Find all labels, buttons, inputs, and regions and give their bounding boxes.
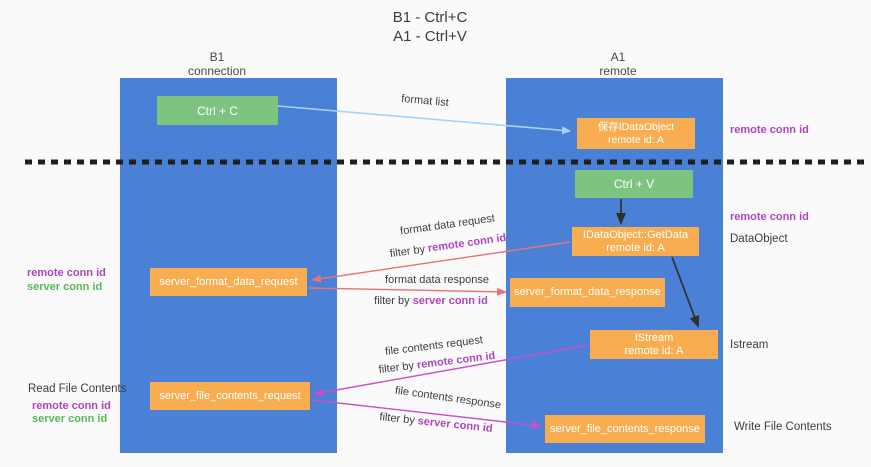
filter-by-text: filter by (378, 411, 416, 427)
annotation-server-conn-id-bottom-left: server conn id (32, 413, 108, 425)
node-server-format-data-request-label: server_format_data_request (159, 275, 298, 288)
annotation-remote-conn-id-bottom-left: remote conn id (32, 400, 111, 412)
node-istream-line1: IStream (634, 331, 674, 344)
filter-by-text: filter by (389, 243, 426, 261)
node-ctrl-c: Ctrl + C (157, 96, 278, 125)
node-idataobject-getdata-line2: remote id: A (606, 241, 665, 254)
left-lifeline-header: B1 connection (157, 50, 277, 78)
filter-by-text: filter by (374, 295, 410, 307)
title-line-2: A1 - Ctrl+V (393, 28, 467, 45)
server-conn-id-text: server conn id (417, 415, 494, 435)
node-idataobject-getdata: IDataObject::GetData remote id: A (572, 227, 699, 256)
node-ctrl-v-label: Ctrl + V (613, 177, 655, 191)
server-conn-id-text: server conn id (412, 295, 488, 307)
node-server-file-contents-request-label: server_file_contents_request (159, 389, 301, 402)
annotation-remote-conn-id-mid-left: remote conn id (27, 267, 106, 279)
remote-conn-id-text: remote conn id (416, 349, 496, 372)
right-lifeline-header: A1 remote (558, 50, 678, 78)
format-data-response-label: format data response (385, 274, 489, 286)
filter-by-text: filter by (378, 359, 415, 377)
annotation-istream: Istream (730, 339, 769, 351)
node-server-format-data-request: server_format_data_request (150, 268, 307, 296)
annotation-remote-conn-id-top-right: remote conn id (730, 124, 809, 136)
right-lifeline-role: remote (599, 64, 637, 78)
annotation-read-file-contents: Read File Contents (28, 383, 127, 395)
format-data-response-arrow (308, 287, 507, 296)
node-ctrl-c-label: Ctrl + C (196, 103, 238, 118)
node-server-format-data-response: server_format_data_response (510, 278, 665, 307)
node-ctrl-v: Ctrl + V (575, 170, 693, 198)
node-server-file-contents-request: server_file_contents_request (150, 382, 310, 410)
remote-conn-id-text: remote conn id (427, 231, 507, 255)
annotation-remote-conn-id-mid-right: remote conn id (730, 211, 809, 223)
annotation-dataobject: DataObject (730, 233, 788, 245)
node-server-file-contents-response: server_file_contents_response (545, 415, 705, 443)
node-save-dataobject-line2: remote id: A (607, 133, 665, 146)
annotation-server-conn-id-mid-left: server conn id (27, 281, 103, 293)
file-contents-response-label: file contents response (394, 384, 502, 412)
node-istream: IStream remote id: A (590, 330, 718, 359)
node-save-dataobject-line1: 保存IDataObject (597, 120, 675, 133)
right-lifeline-name: A1 (610, 50, 626, 64)
diagram-title: B1 - Ctrl+C A1 - Ctrl+V (0, 8, 860, 46)
node-save-dataobject: 保存IDataObject remote id: A (577, 118, 695, 149)
title-line-1: B1 - Ctrl+C (392, 9, 468, 26)
left-lifeline-name: B1 (209, 50, 225, 64)
node-istream-line2: remote id: A (624, 344, 684, 357)
node-server-format-data-response-label: server_format_data_response (514, 286, 661, 298)
format-list-label: format list (400, 92, 450, 110)
annotation-write-file-contents: Write File Contents (734, 421, 832, 433)
node-server-file-contents-response-label: server_file_contents_response (550, 422, 700, 435)
left-lifeline-role: connection (187, 64, 247, 78)
node-idataobject-getdata-line1: IDataObject::GetData (582, 228, 689, 241)
